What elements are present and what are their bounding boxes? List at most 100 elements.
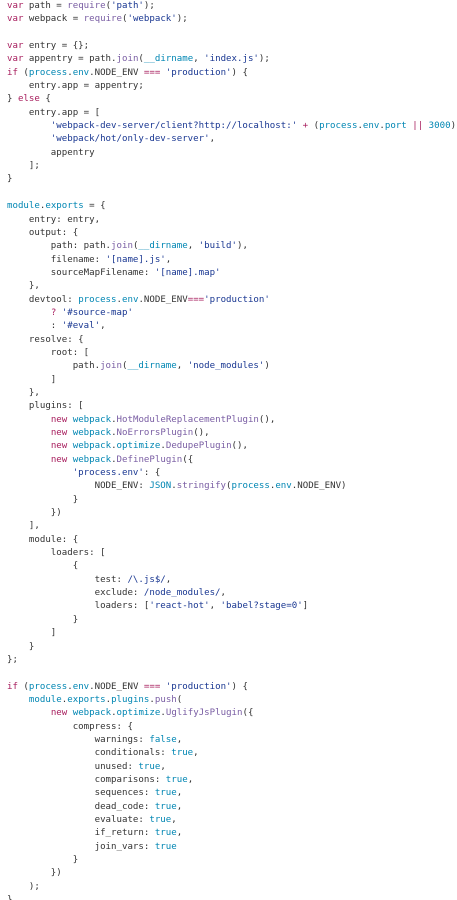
code-line: join_vars: true [7,841,457,854]
code-token: , [176,828,183,839]
code-token: require [83,14,122,25]
code-line: resolve: { [7,334,457,347]
code-token: warnings: [7,734,150,745]
code-token: HotModuleReplacementPlugin [116,414,259,425]
code-token: , [176,734,183,745]
code-line: }, [7,387,457,400]
code-block[interactable]: var path = require('path');var webpack =… [7,0,457,900]
code-token: var [7,14,24,25]
code-token: else [17,94,40,105]
code-line: new webpack.HotModuleReplacementPlugin()… [7,414,457,427]
code-token: , [100,321,106,332]
code-token: comparisons: [7,774,166,785]
code-token: : { [143,468,161,479]
code-token: ) { [231,681,248,692]
code-token: new [50,428,68,438]
code-token: } [7,94,18,105]
code-line: }, [7,280,457,293]
code-token: . [39,201,46,212]
code-token: devtool: [7,294,79,305]
code-token: ( [105,1,112,11]
code-line: var appentry = path.join(__dirname, 'ind… [7,53,457,66]
code-token: unused: [7,761,139,772]
code-token: /\.js$/ [127,574,166,585]
code-line: conditionals: true, [7,747,457,760]
code-token: ) { [231,67,248,78]
code-token: new [50,414,68,425]
code-line: : '#eval', [7,320,457,333]
code-token: ] [302,601,309,612]
code-token: join_vars: [7,841,155,852]
code-line: ​ [7,187,457,200]
code-token: } [7,641,35,652]
code-token: env [275,481,292,492]
code-line: new webpack.optimize.UglifyJsPlugin({ [7,707,457,720]
code-token: .NODE_ENV [89,681,144,692]
code-token: 'node_modules' [187,361,265,372]
code-token: (), [231,441,248,452]
code-line: 'process.env': { [7,467,457,480]
code-token: port [384,121,407,132]
code-token: require [67,1,106,11]
code-token: 'webpack/hot/only-dev-server' [50,134,210,145]
code-token: === [187,294,205,305]
code-token: process [28,681,68,692]
code-token [7,308,51,318]
code-line: 'webpack-dev-server/client?http://localh… [7,120,457,133]
code-token: , [187,241,199,252]
code-token: env [122,294,139,305]
code-token: + [302,121,309,132]
code-line: evaluate: true, [7,814,457,827]
code-token: true [154,788,177,799]
code-token: conditionals: [7,748,172,759]
code-line: dead_code: true, [7,801,457,814]
code-token [7,441,51,451]
code-token: join [111,241,133,252]
code-token: push [154,694,177,705]
code-line: module.exports = { [7,200,457,213]
code-token: var [7,1,24,11]
code-token: webpack [72,708,112,719]
code-line: entry: entry, [7,214,457,227]
code-token: webpack [72,414,112,425]
code-token: ({ [242,708,254,719]
code-token: ? [50,307,57,318]
code-token [7,708,51,718]
code-token: stringify [176,481,227,492]
code-token: } [7,895,12,900]
code-token: new [50,708,68,719]
code-token: . [357,121,363,132]
code-token: entry.app = appentry; [7,81,144,92]
code-token: var [7,54,24,65]
code-token: ], [7,521,40,532]
code-token: module: { [7,534,79,545]
code-token: __dirname [138,241,188,252]
code-line: ], [7,520,457,533]
code-token: webpack [72,428,112,438]
code-token: __dirname [127,361,177,372]
code-line: output: { [7,227,457,240]
code-token: .NODE_ENV [89,67,144,78]
code-token: true [149,814,172,825]
code-token: , [165,254,172,265]
code-token: ( [132,241,139,252]
code-line: ); [7,881,457,894]
code-token: root: [ [7,347,90,358]
code-token: . [171,481,177,492]
code-token: ] [7,374,57,385]
code-token: 'production' [204,294,270,305]
code-token: output: { [7,227,79,238]
code-token: }; [7,654,18,665]
code-token: . [160,708,166,719]
code-token: ]; [7,161,40,172]
code-token: 'react-hot' [149,601,210,612]
code-token [7,695,29,705]
code-token: path = [23,1,68,11]
code-token: 'index.js' [204,54,259,65]
code-token: ), [236,241,248,252]
code-token: '#eval' [61,321,101,332]
code-token [7,134,51,144]
code-token: 'production' [165,67,232,78]
code-token: filename: [7,254,106,265]
